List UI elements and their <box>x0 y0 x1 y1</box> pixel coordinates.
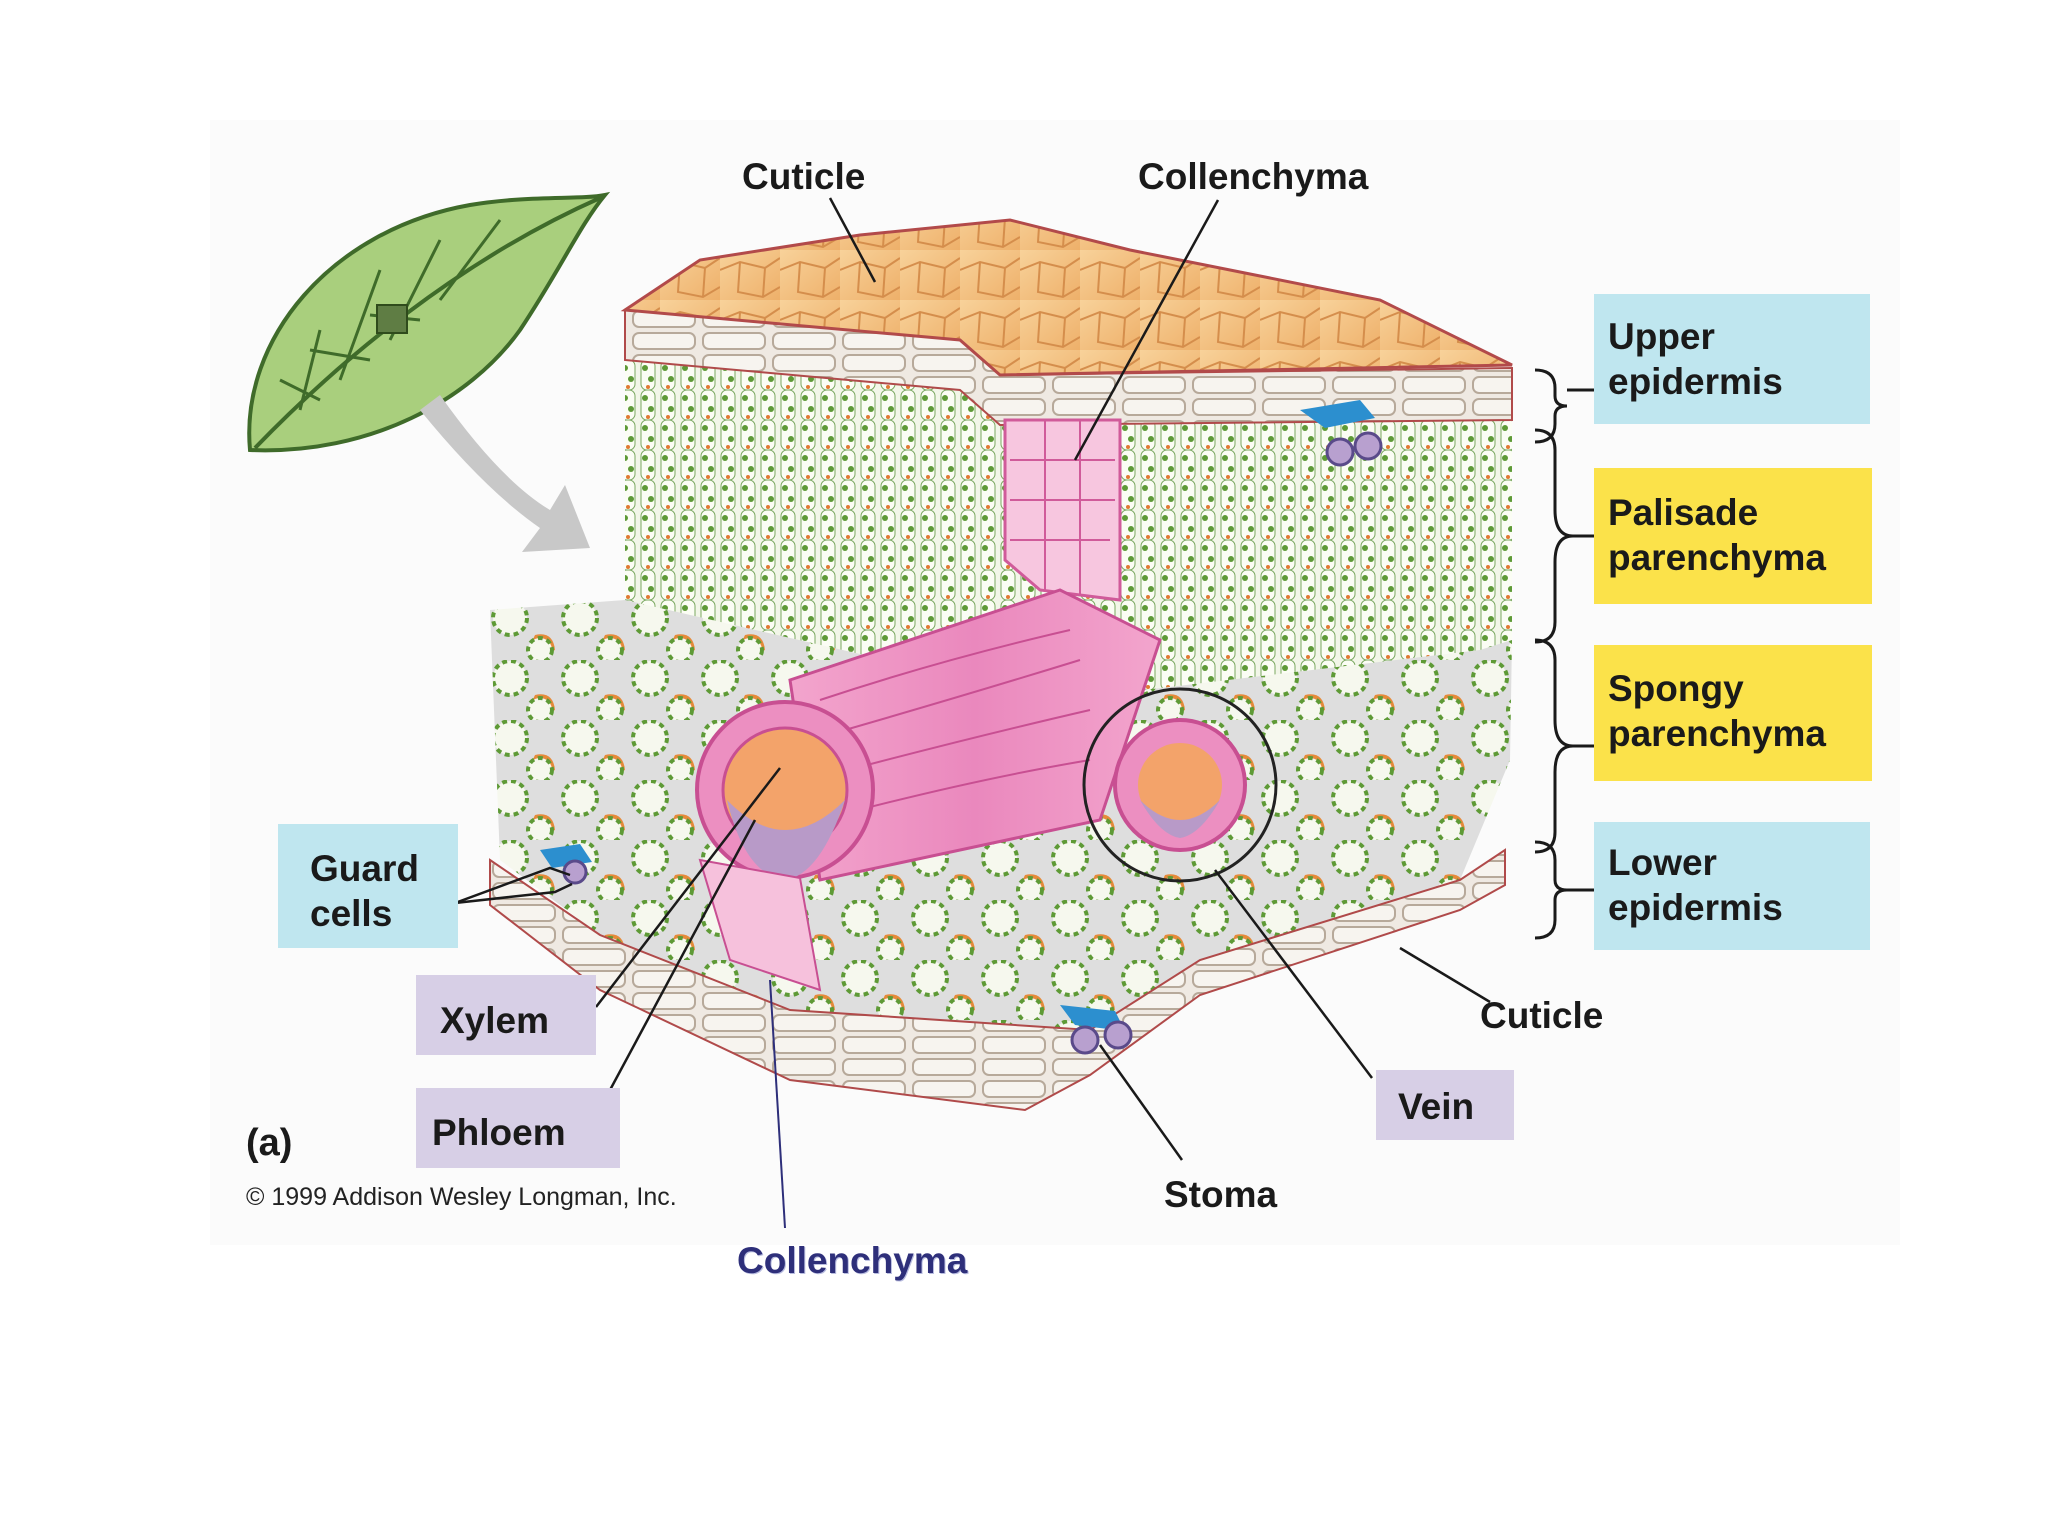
guard-cells-box <box>278 824 458 948</box>
spongy-line1: Spongy <box>1608 668 1744 709</box>
palisade-box <box>1594 468 1872 604</box>
leaf-icon <box>247 191 611 453</box>
copyright-text: © 1999 Addison Wesley Longman, Inc. <box>246 1183 677 1211</box>
palisade-line2: parenchyma <box>1608 537 1826 579</box>
arrow-icon <box>420 395 590 552</box>
stoma-label: Stoma <box>1164 1174 1278 1215</box>
lower-epidermis-line2: epidermis <box>1608 887 1783 929</box>
palisade-label: Palisade parenchyma <box>1608 490 1826 580</box>
xylem-label: Xylem <box>440 1000 550 1041</box>
vein-label: Vein <box>1398 1086 1475 1127</box>
figure-letter: (a) <box>246 1122 293 1164</box>
upper-epidermis-label: Upper epidermis <box>1608 314 1783 404</box>
stoma-top <box>1300 400 1383 467</box>
spongy-label: Spongy parenchyma <box>1608 666 1826 756</box>
xylem-box <box>416 975 596 1055</box>
collenchyma-bottom-label: Collenchyma <box>737 1240 968 1281</box>
guard-cells-line1: Guard <box>310 848 419 889</box>
layer-brackets <box>1534 368 1574 940</box>
phloem-label: Phloem <box>432 1112 566 1153</box>
bracket-connectors <box>1567 388 1596 892</box>
spongy-box <box>1594 645 1872 781</box>
upper-epidermis-box <box>1594 294 1870 424</box>
upper-epidermis-line1: Upper <box>1608 316 1715 357</box>
palisade-line1: Palisade <box>1608 492 1759 533</box>
lower-epidermis-line1: Lower <box>1608 842 1717 883</box>
spongy-line2: parenchyma <box>1608 713 1826 755</box>
upper-epidermis-line2: epidermis <box>1608 361 1783 403</box>
lower-epidermis-box <box>1594 822 1870 950</box>
vein-box <box>1376 1070 1514 1140</box>
guard-cells-line2: cells <box>310 893 393 935</box>
lower-epidermis-label: Lower epidermis <box>1608 840 1783 930</box>
phloem-box <box>416 1088 620 1168</box>
collenchyma-top-label: Collenchyma <box>1138 156 1369 197</box>
stoma-bottom <box>1060 1005 1133 1055</box>
stoma-left <box>540 844 592 885</box>
guard-cells-label: Guard cells <box>310 846 419 936</box>
cuticle-bottom-label: Cuticle <box>1480 995 1604 1036</box>
leader-lines <box>454 197 1491 1161</box>
cuticle-top-label: Cuticle <box>742 156 866 197</box>
